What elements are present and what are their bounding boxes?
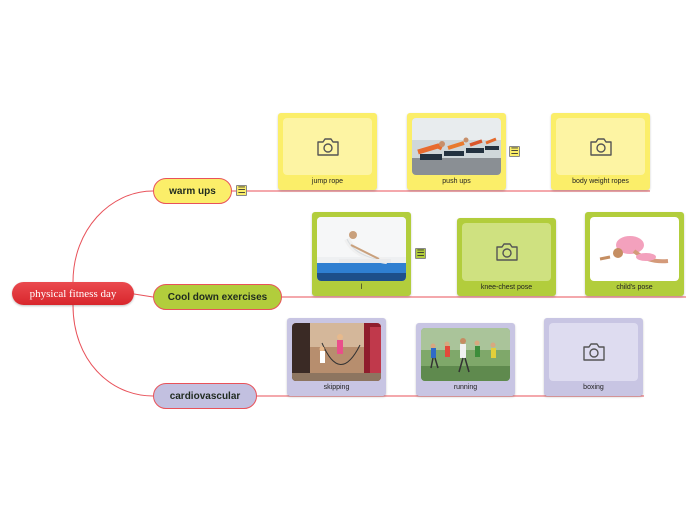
card-label: boxing bbox=[583, 384, 604, 391]
stretching-photo bbox=[317, 217, 406, 281]
branch-warm-ups[interactable]: warm ups bbox=[153, 178, 232, 204]
camera-placeholder-icon bbox=[556, 118, 645, 175]
childs-pose-photo bbox=[590, 217, 679, 281]
notes-icon[interactable]: ☰ bbox=[509, 146, 520, 157]
camera-placeholder-icon bbox=[549, 323, 638, 381]
card-childs-pose[interactable]: child's pose bbox=[585, 212, 684, 296]
root-label: physical fitness day bbox=[29, 287, 117, 300]
skipping-photo bbox=[292, 323, 381, 381]
card-label: push ups bbox=[442, 178, 471, 185]
branch-cardiovascular[interactable]: cardiovascular bbox=[153, 383, 257, 409]
branch-label: Cool down exercises bbox=[167, 291, 268, 303]
running-photo bbox=[421, 328, 510, 381]
notes-icon[interactable]: ☰ bbox=[415, 248, 426, 259]
root-node[interactable]: physical fitness day bbox=[12, 282, 134, 305]
card-label: l bbox=[360, 284, 363, 291]
card-label: skipping bbox=[323, 384, 350, 391]
camera-placeholder-icon bbox=[283, 118, 372, 175]
card-jump-rope[interactable]: jump rope bbox=[278, 113, 377, 190]
notes-icon[interactable]: ☰ bbox=[236, 185, 247, 196]
card-skipping[interactable]: skipping bbox=[287, 318, 386, 396]
card-boxing[interactable]: boxing bbox=[544, 318, 643, 396]
branch-cool-down-exercises[interactable]: Cool down exercises bbox=[153, 284, 282, 310]
card-push-ups[interactable]: push ups bbox=[407, 113, 506, 190]
branch-label: cardiovascular bbox=[169, 390, 241, 402]
card-label: running bbox=[453, 384, 478, 391]
card-label: child's pose bbox=[616, 284, 653, 291]
card-body-weight-ropes[interactable]: body weight ropes bbox=[551, 113, 650, 190]
card-knee-chest-pose[interactable]: knee-chest pose bbox=[457, 218, 556, 296]
card-stretching[interactable]: l bbox=[312, 212, 411, 296]
card-label: body weight ropes bbox=[572, 178, 629, 185]
card-label: jump rope bbox=[311, 178, 344, 185]
branch-label: warm ups bbox=[169, 185, 216, 197]
push-ups-photo bbox=[412, 118, 501, 175]
card-running[interactable]: running bbox=[416, 323, 515, 396]
card-label: knee-chest pose bbox=[480, 284, 533, 291]
camera-placeholder-icon bbox=[462, 223, 551, 281]
